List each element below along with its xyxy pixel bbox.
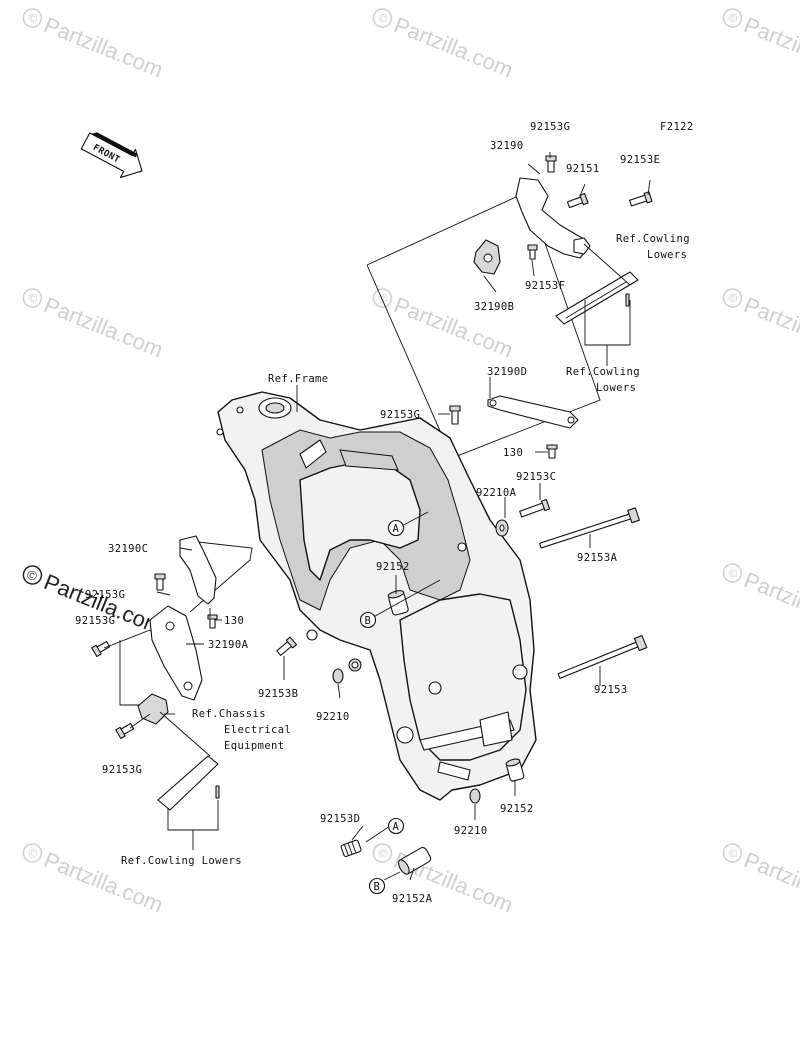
svg-text:A: A xyxy=(393,821,400,833)
svg-text:A: A xyxy=(393,523,400,535)
callout-labels: 92153G 32190 92151 92153E Ref.Cowling Lo… xyxy=(75,121,690,905)
svg-text:B: B xyxy=(374,881,381,893)
leader-lines xyxy=(156,377,601,881)
label-92153E: 92153E xyxy=(620,154,660,166)
label-ref-chassis-a: Ref.Chassis xyxy=(192,708,266,720)
label-32190B: 32190B xyxy=(474,301,514,313)
label-92153F: 92153F xyxy=(525,280,565,292)
label-ref-cowling-3: Ref.Cowling Lowers xyxy=(121,855,242,867)
svg-text:B: B xyxy=(365,615,372,627)
label-92152-lower: 92152 xyxy=(500,803,534,815)
svg-text:©: © xyxy=(376,10,390,26)
svg-text:Partzilla.com: Partzilla.com xyxy=(741,567,800,637)
front-direction-arrow: FRONT xyxy=(80,132,143,179)
label-32190D: 32190D xyxy=(487,366,527,378)
svg-text:©: © xyxy=(376,290,390,306)
label-92153G-top: 92153G xyxy=(530,121,570,133)
label-ref-chassis-b: Electrical xyxy=(224,724,291,736)
label-92153G-bottom: 92153G xyxy=(102,764,142,776)
label-92210: 92210 xyxy=(316,711,350,723)
figure-code: F2122 xyxy=(660,121,694,133)
svg-text:©: © xyxy=(26,290,40,306)
svg-text:©: © xyxy=(376,845,390,861)
right-hardware xyxy=(276,395,648,875)
svg-text:©: © xyxy=(726,10,740,26)
label-130-right: 130 xyxy=(503,447,523,459)
upper-right-bracket-group xyxy=(366,152,653,459)
label-92153A: 92153A xyxy=(577,552,618,564)
label-92153G-left2: 92153G xyxy=(75,615,115,627)
label-92210-lower: 92210 xyxy=(454,825,488,837)
svg-text:©: © xyxy=(26,10,40,26)
label-ref-cowling-1b: Lowers xyxy=(647,249,687,261)
svg-text:Partzilla.com: Partzilla.com xyxy=(741,12,800,82)
label-32190C: 32190C xyxy=(108,543,148,555)
svg-text:Partzilla.com: Partzilla.com xyxy=(391,12,517,82)
circle-marker-a-lower: A xyxy=(387,817,405,835)
label-ref-cowling-1a: Ref.Cowling xyxy=(616,233,690,245)
svg-text:©: © xyxy=(726,565,740,581)
label-92210A: 92210A xyxy=(476,487,517,499)
label-92152A: 92152A xyxy=(392,893,433,905)
label-92153G-left: 92153G xyxy=(85,589,125,601)
label-130-left: 130 xyxy=(224,615,244,627)
label-92151: 92151 xyxy=(566,163,600,175)
label-92153C: 92153C xyxy=(516,471,556,483)
label-92152: 92152 xyxy=(376,561,410,573)
svg-text:©: © xyxy=(726,290,740,306)
svg-text:Partzilla.com: Partzilla.com xyxy=(41,12,167,82)
circle-marker-a-upper: A xyxy=(387,519,405,537)
svg-text:Partzilla.com: Partzilla.com xyxy=(741,292,800,362)
svg-text:Partzilla.com: Partzilla.com xyxy=(41,569,167,639)
label-92153D: 92153D xyxy=(320,813,360,825)
label-92153: 92153 xyxy=(594,684,628,696)
svg-text:©: © xyxy=(726,845,740,861)
label-32190A: 32190A xyxy=(208,639,249,651)
circle-marker-b-lower: B xyxy=(368,877,386,895)
svg-text:©: © xyxy=(26,845,40,861)
label-ref-frame: Ref.Frame xyxy=(268,373,329,385)
label-ref-cowling-2a: Ref.Cowling xyxy=(566,366,640,378)
circle-marker-b-upper: B xyxy=(359,611,377,629)
svg-text:Partzilla.com: Partzilla.com xyxy=(41,292,167,362)
motorcycle-frame xyxy=(216,391,537,801)
left-bracket-group xyxy=(91,535,253,850)
label-32190: 32190 xyxy=(490,140,524,152)
svg-text:Partzilla.com: Partzilla.com xyxy=(741,847,800,917)
label-ref-chassis-c: Equipment xyxy=(224,740,285,752)
label-ref-cowling-2b: Lowers xyxy=(596,382,636,394)
label-92153G-mid: 92153G xyxy=(380,409,420,421)
label-92153B: 92153B xyxy=(258,688,298,700)
